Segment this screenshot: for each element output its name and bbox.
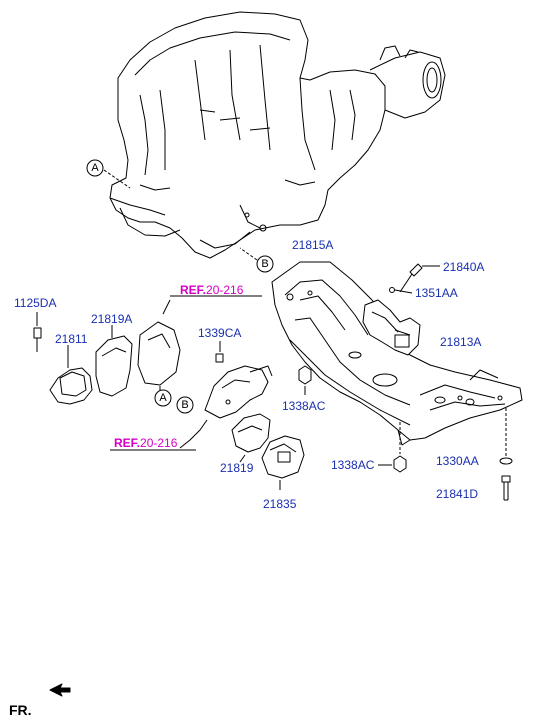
- label-1125DA[interactable]: 1125DA: [14, 296, 57, 310]
- right-mount-assembly: [362, 299, 421, 356]
- nut-1338AC-upper: [298, 365, 312, 395]
- insulator-21819: [231, 413, 271, 463]
- label-21813A[interactable]: 21813A: [440, 335, 482, 349]
- label-21811[interactable]: 21811: [55, 332, 88, 346]
- washer-1330AA: [499, 408, 513, 465]
- ref-bottom-key: REF.: [114, 436, 141, 450]
- bolt-1125DA: [33, 312, 42, 352]
- callout-circle-a1: [86, 159, 104, 177]
- insulator-21819A: [95, 325, 133, 397]
- label-1338AC-upper[interactable]: 1338AC: [282, 399, 326, 413]
- label-1338AC-lower[interactable]: 1338AC: [331, 458, 375, 472]
- front-subframe: [271, 261, 523, 446]
- label-21841D[interactable]: 21841D: [436, 487, 479, 501]
- ref-bottom-num: 20-216: [140, 436, 178, 450]
- callout-circle-b1: [256, 255, 274, 273]
- left-mount-21811: [49, 345, 93, 405]
- label-1351AA[interactable]: 1351AA: [415, 286, 458, 300]
- front-direction-arrow: [49, 683, 71, 697]
- nut-1338AC-lower: [378, 422, 407, 473]
- label-21815A[interactable]: 21815A: [292, 238, 334, 252]
- callout-circle-a2: [154, 389, 172, 407]
- callout-circle-b2: [176, 396, 194, 414]
- front-direction-label: FR.: [9, 702, 32, 718]
- nut-1339CA: [215, 341, 224, 363]
- callout-b1: B: [261, 258, 269, 270]
- ref-top-num: 20-216: [206, 283, 244, 297]
- center-bracket: [110, 365, 273, 451]
- bolt-21841D: [501, 475, 511, 501]
- label-21840A[interactable]: 21840A: [443, 260, 485, 274]
- leader-b1: [239, 247, 258, 261]
- leader-a1: [103, 169, 131, 189]
- label-21835[interactable]: 21835: [263, 497, 297, 511]
- label-1330AA[interactable]: 1330AA: [436, 454, 479, 468]
- callout-a2: A: [159, 392, 167, 404]
- ref-bottom[interactable]: REF.20-216: [114, 437, 177, 450]
- engine-block: [109, 11, 446, 259]
- callout-a1: A: [91, 162, 99, 174]
- label-1339CA[interactable]: 1339CA: [198, 326, 242, 340]
- mount-21835: [261, 435, 305, 490]
- label-21819A[interactable]: 21819A: [91, 312, 133, 326]
- label-21819[interactable]: 21819: [220, 461, 254, 475]
- bolt-21840A: [399, 263, 440, 293]
- ref-top-key: REF.: [180, 283, 207, 297]
- nut-1351AA: [389, 287, 413, 294]
- ref-top[interactable]: REF.20-216: [180, 284, 243, 297]
- callout-b2: B: [181, 399, 189, 411]
- left-bracket: [137, 295, 262, 392]
